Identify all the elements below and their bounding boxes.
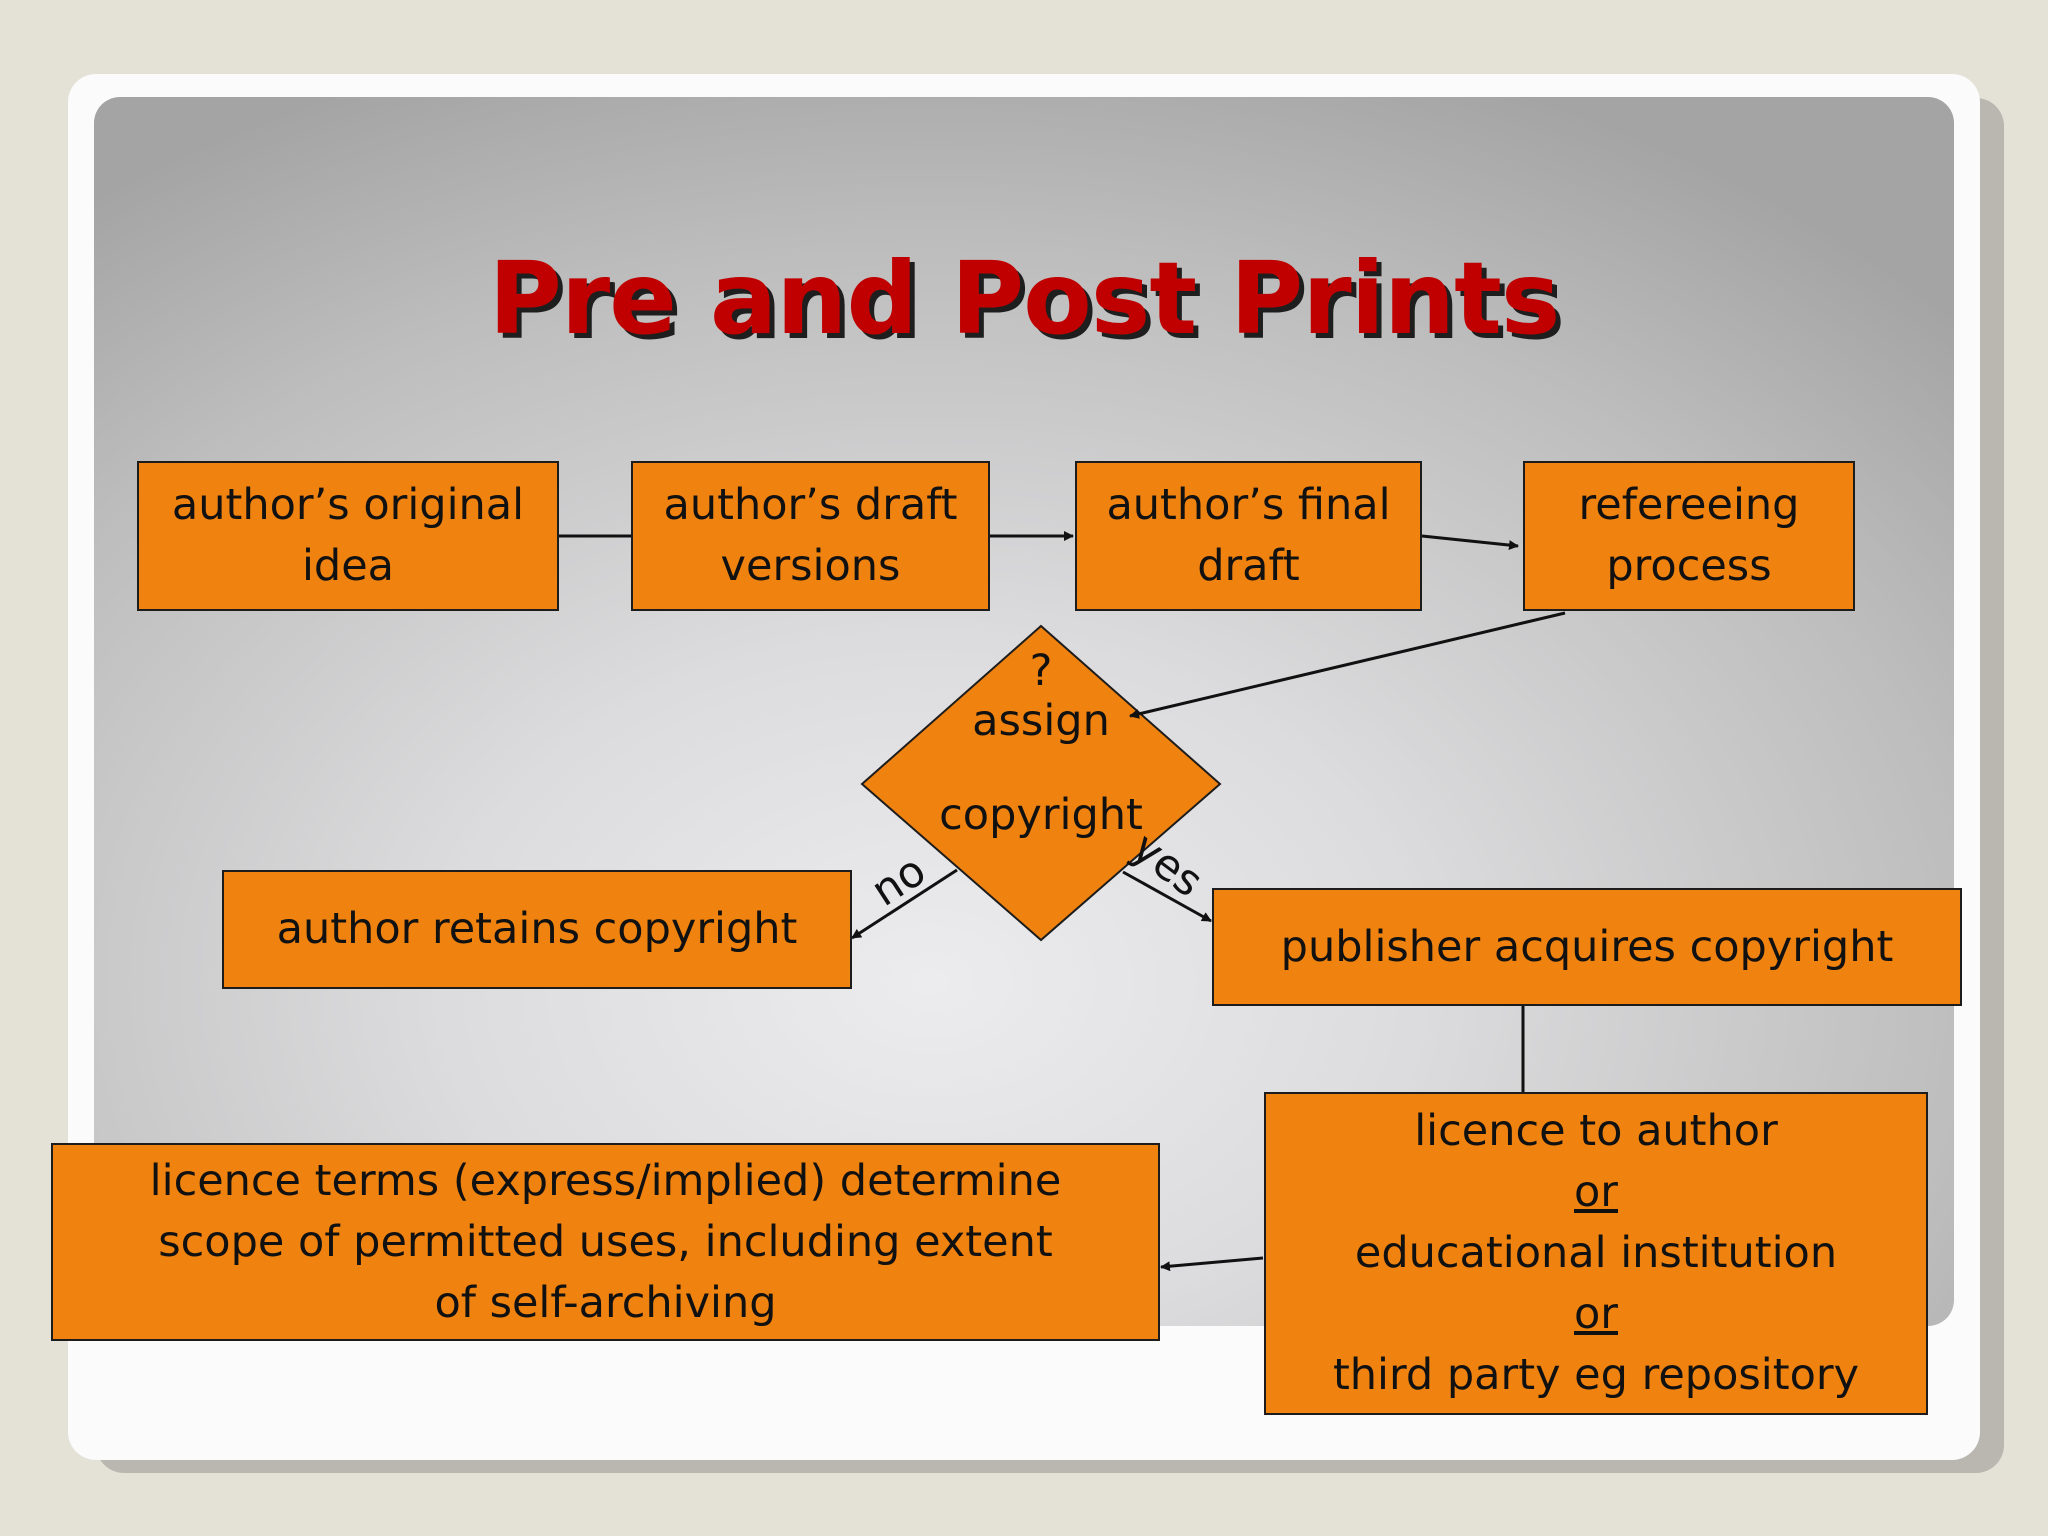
box-publisher-acquires: publisher acquires copyright (1212, 888, 1962, 1006)
box-text: draft (1197, 541, 1300, 591)
box-text: third party eg repository (1332, 1350, 1860, 1400)
box-refereeing: refereeing process (1523, 461, 1855, 611)
arrow-licence-to-terms (1160, 1256, 1264, 1272)
box-licence-terms: licence terms (express/implied) determin… (51, 1143, 1160, 1341)
arrow-no-branch (851, 868, 958, 940)
decision-copyright: copyright (939, 790, 1143, 840)
slide-title: Pre and Post Prints (488, 240, 1561, 357)
box-licence-to: licence to author or educational institu… (1264, 1092, 1928, 1415)
box-text: process (1606, 541, 1772, 591)
decision-question-mark: ? (1029, 646, 1053, 696)
box-text: educational institution (1354, 1228, 1838, 1278)
box-draft-versions: author’s draft versions (631, 461, 990, 611)
box-text: idea (301, 541, 395, 591)
arrow-yes-branch (1122, 870, 1212, 923)
arrow-final-to-refereeing (1421, 534, 1519, 551)
box-final-draft: author’s final draft (1075, 461, 1422, 611)
decision-diamond (860, 624, 1222, 942)
box-text: author’s draft (663, 480, 958, 530)
box-text: licence to author (1414, 1106, 1778, 1156)
decision-assign: assign (972, 696, 1110, 746)
box-text: author’s original (171, 480, 525, 530)
box-text: author’s final (1106, 480, 1391, 530)
box-text: refereeing (1578, 480, 1800, 530)
box-text: licence terms (express/implied) determin… (149, 1155, 1062, 1206)
box-original-idea: author’s original idea (137, 461, 559, 611)
box-text: or (1574, 1289, 1618, 1339)
box-text: or (1574, 1167, 1618, 1217)
box-author-retains: author retains copyright (222, 870, 852, 989)
arrow-refereeing-to-decision (1129, 611, 1566, 719)
box-text: versions (720, 541, 901, 591)
box-text: scope of permitted uses, including exten… (158, 1216, 1053, 1267)
box-text: of self-archiving (434, 1277, 777, 1328)
